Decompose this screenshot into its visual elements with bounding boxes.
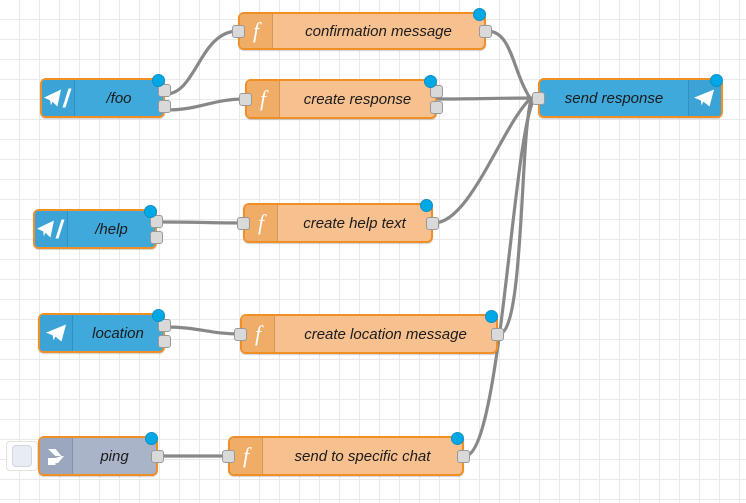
node-label: /foo — [106, 89, 132, 107]
node-status-dot — [473, 8, 486, 21]
node-input-port[interactable] — [237, 217, 250, 230]
node-status-dot — [144, 205, 157, 218]
confirmation-message-node[interactable]: f confirmation message — [232, 8, 492, 50]
node-status-dot — [710, 74, 723, 87]
telegram-plain-icon — [40, 315, 73, 351]
link-in-stub[interactable] — [6, 441, 38, 471]
telegram-command-foo-node[interactable]: /foo — [40, 74, 171, 118]
svg-text:f: f — [253, 19, 262, 43]
svg-text:f: f — [260, 87, 269, 111]
node-input-port[interactable] — [222, 450, 235, 463]
svg-text:f: f — [255, 322, 264, 346]
node-output-port[interactable] — [158, 100, 171, 113]
node-input-port[interactable] — [232, 25, 245, 38]
wire-help-to-send[interactable] — [156, 220, 245, 225]
wire-create-response-to-send[interactable] — [436, 96, 540, 101]
telegram-command-help-node[interactable]: /help — [33, 205, 163, 249]
node-label: ping — [100, 447, 129, 465]
wire-foo-to-confirmation[interactable] — [164, 29, 240, 96]
function-f-icon: f — [230, 438, 263, 474]
node-label: create response — [303, 90, 412, 108]
node-input-port[interactable] — [239, 93, 252, 106]
node-input-port[interactable] — [532, 92, 545, 105]
node-output-port[interactable] — [426, 217, 439, 230]
node-label: create location message — [304, 325, 467, 343]
telegram-command-icon — [35, 211, 68, 247]
node-output-port[interactable] — [479, 25, 492, 38]
node-output-port[interactable] — [158, 84, 171, 97]
node-output-port[interactable] — [457, 450, 470, 463]
node-status-dot — [152, 309, 165, 322]
function-f-icon: f — [240, 14, 273, 48]
node-output-port[interactable] — [158, 335, 171, 348]
node-input-port[interactable] — [234, 328, 247, 341]
send-to-specific-chat-node[interactable]: f send to specific chat — [222, 432, 470, 476]
svg-text:f: f — [243, 444, 252, 468]
link-in-ping-node[interactable]: ping — [38, 432, 164, 476]
svg-text:f: f — [258, 211, 267, 235]
node-label: send response — [564, 89, 664, 107]
node-output-port[interactable] — [491, 328, 504, 341]
node-label: create help text — [303, 214, 406, 232]
node-status-dot — [485, 310, 498, 323]
node-output-port[interactable] — [430, 85, 443, 98]
node-output-port[interactable] — [150, 231, 163, 244]
node-output-port[interactable] — [150, 215, 163, 228]
wire-create-help-to-send[interactable] — [432, 97, 532, 225]
function-f-icon: f — [245, 205, 278, 241]
node-label: confirmation message — [305, 22, 452, 40]
create-help-text-node[interactable]: f create help text — [237, 199, 439, 243]
wire-create-location-to-send[interactable] — [497, 98, 533, 336]
wire-foo-to-create-response[interactable] — [164, 97, 247, 112]
node-output-port[interactable] — [430, 101, 443, 114]
send-response-node[interactable]: send response — [532, 74, 723, 118]
link-arrow-icon — [40, 438, 73, 474]
node-output-port[interactable] — [158, 319, 171, 332]
wire-chat-to-send[interactable] — [463, 99, 535, 458]
create-location-message-node[interactable]: f create location message — [234, 310, 504, 354]
link-in-stub-inner — [12, 445, 32, 467]
wire-location-to-create-location[interactable] — [164, 325, 242, 336]
node-label: /help — [95, 220, 128, 238]
telegram-location-node[interactable]: location — [38, 309, 171, 353]
function-f-icon: f — [242, 316, 275, 352]
create-response-node[interactable]: f create response — [239, 75, 443, 119]
node-status-dot — [424, 75, 437, 88]
node-label: send to specific chat — [294, 447, 431, 465]
node-output-port[interactable] — [151, 450, 164, 463]
node-status-dot — [152, 74, 165, 87]
node-status-dot — [451, 432, 464, 445]
node-status-dot — [420, 199, 433, 212]
node-status-dot — [145, 432, 158, 445]
telegram-command-icon — [42, 80, 75, 116]
function-f-icon: f — [247, 81, 280, 117]
node-label: location — [92, 324, 144, 342]
wire-confirmation-to-send[interactable] — [485, 29, 532, 100]
